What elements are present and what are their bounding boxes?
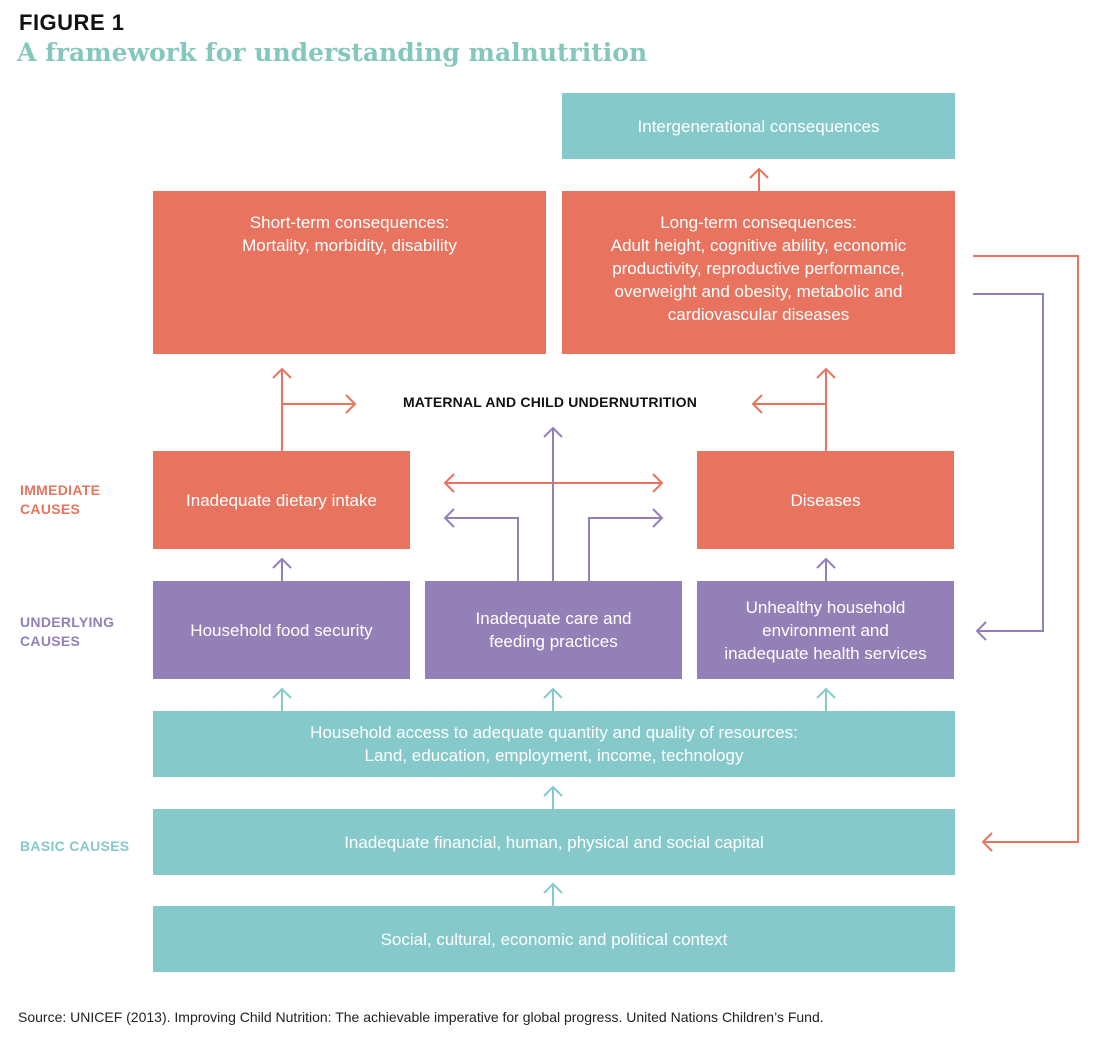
underlying-causes-label: UNDERLYING CAUSES [20, 613, 114, 651]
arrow-diseases-to-undernutrition [751, 394, 826, 414]
intergenerational-consequences-box: Intergenerational consequences [562, 93, 955, 159]
teal-arrows [272, 687, 836, 906]
arrow-access-to-food-security [272, 687, 292, 711]
arrow-long-to-intergenerational [749, 167, 769, 191]
arrow-long-term-to-capital [973, 255, 1079, 852]
text-line: Adult height, cognitive ability, economi… [610, 236, 907, 255]
short-term-consequences-box: Short-term consequences: Mortality, morbi… [153, 191, 546, 354]
text-line: Inadequate financial, human, physical an… [344, 832, 764, 852]
arrow-capital-to-access [543, 785, 563, 809]
figure-label: FIGURE 1 [19, 10, 125, 35]
arrow-access-to-environment [816, 687, 836, 711]
arrow-care-to-dietary [443, 508, 519, 581]
arrow-long-term-to-environment [973, 293, 1044, 641]
arrow-environment-to-diseases [816, 557, 836, 581]
text-line: Household food security [190, 620, 373, 640]
text-line: Inadequate dietary intake [186, 490, 377, 510]
text-line: IMMEDIATE [20, 482, 101, 498]
household-access-resources-box: Household access to adequate quantity an… [153, 711, 955, 777]
inadequate-capital-box: Inadequate financial, human, physical an… [153, 809, 955, 875]
text-line: Diseases [790, 490, 861, 510]
basic-causes-label: BASIC CAUSES [20, 837, 129, 856]
text-line: overweight and obesity, metabolic and [614, 282, 903, 301]
arrow-context-to-capital [543, 882, 563, 906]
care-feeding-practices-box: Inadequate care and feeding practices [425, 581, 682, 679]
text-line: CAUSES [20, 501, 81, 517]
text-line: Social, cultural, economic and political… [380, 929, 728, 949]
text-line: Long-term consequences: [660, 213, 857, 232]
text-line: Short-term consequences: [249, 213, 450, 232]
text-line: Land, education, employment, income, tec… [364, 746, 744, 765]
maternal-child-undernutrition-label: MATERNAL AND CHILD UNDERNUTRITION [402, 394, 698, 410]
text-line: BASIC CAUSES [20, 838, 130, 854]
arrow-dietary-to-undernutrition [282, 394, 357, 414]
arrow-care-to-diseases [588, 508, 664, 581]
text-line: Household access to adequate quantity an… [310, 723, 798, 742]
text-line: Inadequate care and [475, 609, 632, 628]
arrow-care-to-undernutrition [543, 426, 563, 581]
text-line: inadequate health services [724, 643, 927, 663]
text-line: UNDERLYING [20, 614, 115, 630]
immediate-causes-label: IMMEDIATE CAUSES [20, 481, 100, 519]
text-line: Unhealthy household [745, 597, 906, 617]
purple-arrows [272, 293, 1044, 641]
arrow-access-to-care [543, 687, 563, 711]
inadequate-dietary-intake-box: Inadequate dietary intake [153, 451, 410, 549]
social-political-context-box: Social, cultural, economic and political… [153, 906, 955, 972]
unhealthy-environment-box: Unhealthy household environment and inadeq… [697, 581, 954, 679]
arrow-dietary-to-short-term [272, 367, 292, 451]
arrow-diseases-to-long-term [816, 367, 836, 451]
text-line: productivity, reproductive performance, [612, 259, 905, 278]
figure-title: A framework for understanding malnutriti… [17, 38, 648, 67]
text-line: feeding practices [489, 632, 618, 651]
household-food-security-box: Household food security [153, 581, 410, 679]
diseases-box: Diseases [697, 451, 954, 549]
text-line: CAUSES [20, 633, 81, 649]
text-line: cardiovascular diseases [667, 305, 850, 324]
long-term-consequences-box: Long-term consequences: Adult height, cog… [562, 191, 955, 354]
coral-arrows [272, 167, 1079, 852]
text-line: Intergenerational consequences [637, 116, 880, 136]
text-line: Mortality, morbidity, disability [242, 236, 457, 255]
text-line: environment and [762, 620, 889, 640]
source-note: Source: UNICEF (2013). Improving Child N… [18, 1009, 824, 1025]
arrow-food-security-to-dietary [272, 557, 292, 581]
